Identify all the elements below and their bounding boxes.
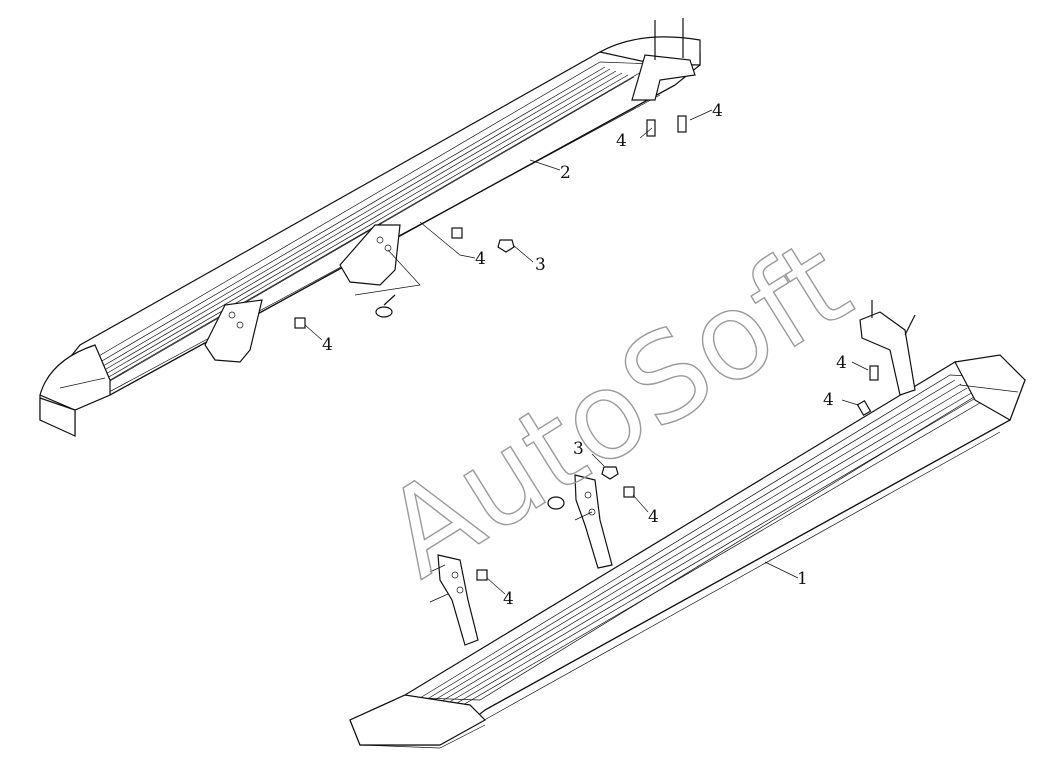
bracket-lower-mid <box>574 474 613 569</box>
callout-part-4: 4 <box>503 589 514 609</box>
callout-part-4: 4 <box>475 249 486 269</box>
bracket-upper-right <box>631 18 696 101</box>
callout-part-1: 1 <box>797 569 808 589</box>
callout-part-4: 4 <box>823 390 834 410</box>
bracket-upper-left <box>204 299 263 363</box>
bolt-icon <box>294 115 687 329</box>
bolt-icon <box>476 365 879 581</box>
callout-part-3: 3 <box>535 255 546 275</box>
callout-part-3: 3 <box>573 439 584 459</box>
callout-part-4: 4 <box>836 353 847 373</box>
leader-lines-lower <box>429 361 869 603</box>
callout-part-2: 2 <box>560 163 571 183</box>
callout-part-4: 4 <box>648 507 659 527</box>
callout-part-4: 4 <box>322 335 333 355</box>
bracket-lower-right <box>859 300 916 396</box>
bracket-upper-mid <box>339 224 401 286</box>
callout-part-4: 4 <box>712 101 723 121</box>
callout-part-4: 4 <box>616 131 627 151</box>
running-board-lower <box>349 354 1026 749</box>
leader-lines-upper <box>304 109 713 341</box>
bracket-lower-left <box>437 554 479 646</box>
